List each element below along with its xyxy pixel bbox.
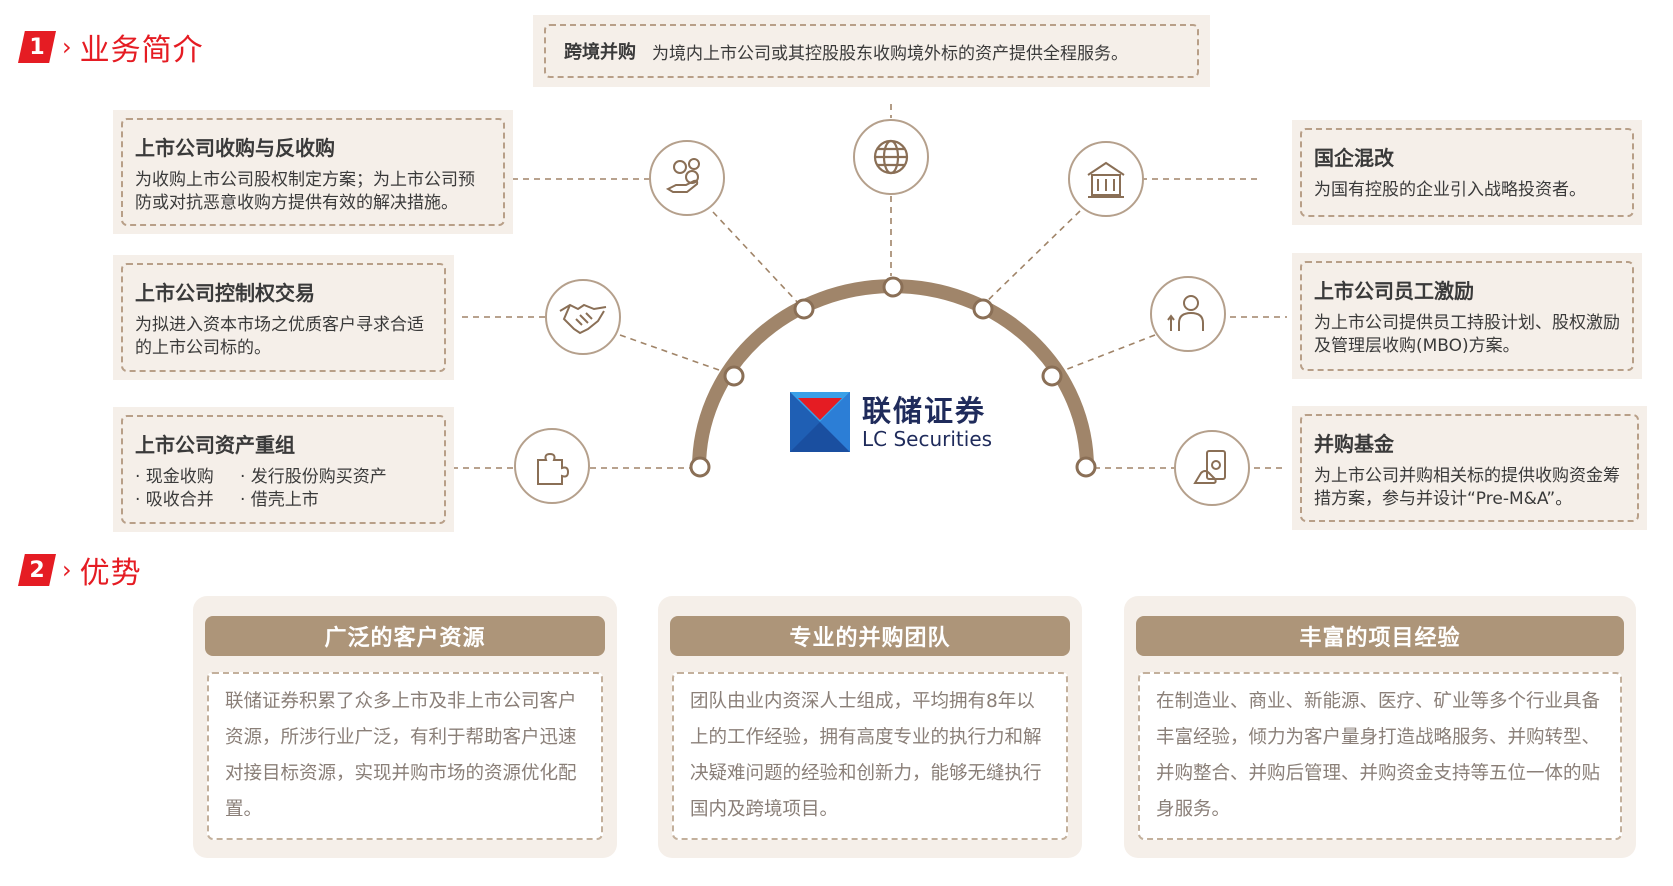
advantage-desc: 联储证券积累了众多上市及非上市公司客户资源，所涉行业广泛，有利于帮助客户迅速对接…	[207, 672, 603, 840]
service-box-ma-fund: 并购基金 为上市公司并购相关标的提供收购资金筹措方案，参与并设计“Pre-M&A…	[1292, 406, 1647, 530]
service-desc: 为境内上市公司或其控股股东收购境外标的资产提供全程服务。	[652, 43, 1128, 64]
globe-icon	[853, 119, 929, 195]
section-title: 业务简介	[79, 33, 204, 68]
service-desc: 为收购上市公司股权制定方案；为上市公司预防或对抗恶意收购方提供有效的解决措施。	[135, 170, 475, 213]
chevron-right-icon: ›	[62, 556, 72, 584]
service-desc: 为上市公司并购相关标的提供收购资金筹措方案，参与并设计“Pre-M&A”。	[1314, 466, 1620, 509]
service-title: 上市公司控制权交易	[135, 281, 315, 305]
building-icon	[1068, 141, 1144, 217]
advantage-card-team: 专业的并购团队 团队由业内资深人士组成，平均拥有8年以上的工作经验，拥有高度专业…	[658, 596, 1082, 858]
advantage-desc: 团队由业内资深人士组成，平均拥有8年以上的工作经验，拥有高度专业的执行力和解决疑…	[672, 672, 1068, 840]
chevron-right-icon: ›	[62, 33, 72, 61]
advantage-title: 广泛的客户资源	[205, 616, 605, 656]
logo-name-cn: 联储证券	[862, 394, 987, 428]
service-box-asset-restructuring: 上市公司资产重组 · 现金收购 · 发行股份购买资产 · 吸收合并 · 借壳上市	[113, 407, 454, 532]
advantage-card-client-resources: 广泛的客户资源 联储证券积累了众多上市及非上市公司客户资源，所涉行业广泛，有利于…	[193, 596, 617, 858]
service-title: 上市公司资产重组	[135, 433, 295, 457]
service-title: 跨境并购	[564, 42, 636, 63]
service-desc: 为上市公司提供员工持股计划、股权激励及管理层收购(MBO)方案。	[1314, 313, 1620, 356]
money-hand-icon	[649, 140, 725, 216]
advantage-title: 专业的并购团队	[670, 616, 1070, 656]
service-box-soe-reform: 国企混改 为国有控股的企业引入战略投资者。	[1292, 120, 1642, 225]
asset-list: · 现金收购 · 发行股份购买资产 · 吸收合并 · 借壳上市	[135, 466, 432, 512]
service-desc: 为拟进入资本市场之优质客户寻求合适的上市公司标的。	[135, 315, 424, 358]
logo-name-en: LC Securities	[862, 427, 993, 451]
advantage-title: 丰富的项目经验	[1136, 616, 1624, 656]
list-item: · 发行股份购买资产	[240, 467, 387, 487]
section-number: 1	[18, 31, 56, 63]
section-number: 2	[18, 554, 56, 586]
list-item: · 现金收购	[135, 467, 214, 487]
company-logo: 联储证券 LC Securities	[790, 392, 992, 452]
puzzle-icon	[514, 428, 590, 504]
section-heading-intro: 1 › 业务简介	[18, 27, 204, 68]
service-title: 上市公司员工激励	[1314, 279, 1474, 303]
logo-mark-icon	[790, 392, 850, 452]
service-box-employee-incentive: 上市公司员工激励 为上市公司提供员工持股计划、股权激励及管理层收购(MBO)方案…	[1292, 253, 1642, 379]
list-item: · 吸收合并	[135, 490, 214, 510]
service-box-acquisition: 上市公司收购与反收购 为收购上市公司股权制定方案；为上市公司预防或对抗恶意收购方…	[113, 110, 513, 234]
advantage-card-experience: 丰富的项目经验 在制造业、商业、新能源、医疗、矿业等多个行业具备丰富经验，倾力为…	[1124, 596, 1636, 858]
section-title: 优势	[79, 556, 142, 591]
list-item: · 借壳上市	[240, 490, 319, 510]
service-title: 并购基金	[1314, 432, 1394, 456]
person-growth-icon	[1150, 276, 1226, 352]
service-title: 国企混改	[1314, 146, 1394, 170]
service-box-control-transfer: 上市公司控制权交易 为拟进入资本市场之优质客户寻求合适的上市公司标的。	[113, 255, 454, 380]
handshake-icon	[545, 279, 621, 355]
service-title: 上市公司收购与反收购	[135, 136, 335, 160]
section-heading-advantage: 2 › 优势	[18, 550, 142, 591]
advantage-desc: 在制造业、商业、新能源、医疗、矿业等多个行业具备丰富经验，倾力为客户量身打造战略…	[1138, 672, 1622, 840]
cash-hand-icon	[1174, 430, 1250, 506]
service-box-cross-border: 跨境并购 为境内上市公司或其控股股东收购境外标的资产提供全程服务。	[533, 15, 1210, 87]
service-desc: 为国有控股的企业引入战略投资者。	[1314, 180, 1586, 200]
